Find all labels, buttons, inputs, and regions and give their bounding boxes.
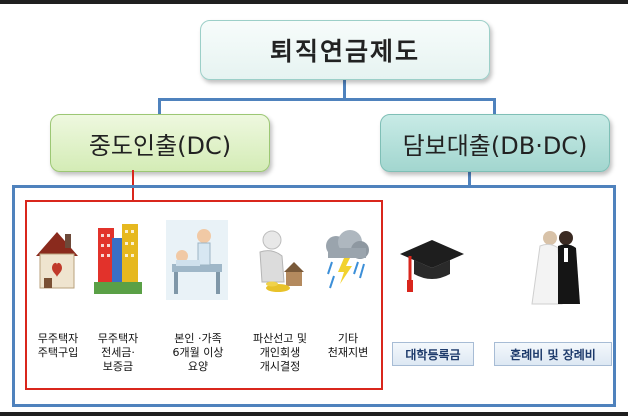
wedding-couple-icon [531, 231, 580, 305]
bankruptcy-person-icon [259, 230, 304, 292]
house-icon [36, 232, 78, 289]
graduation-cap-icon [400, 240, 464, 292]
connector-left-drop [158, 98, 161, 114]
db-item-badge-wedding-funeral: 혼례비 및 장례비 [494, 342, 612, 366]
connector-trunk [343, 78, 346, 100]
dc-item-label-housing: 무주택자 주택구입 [37, 332, 79, 359]
apartment-building-icon [94, 224, 142, 294]
dc-item-label-disaster: 기타 천재지변 [327, 332, 369, 359]
hospital-care-icon [166, 220, 228, 300]
diagram-title: 퇴직연금제도 [200, 20, 490, 80]
dc-item-label-bankruptcy: 파산선고 및 개인회생 개시결정 [252, 332, 308, 373]
dc-item-label-medical-care: 본인 ·가족 6개월 이상 요양 [172, 332, 224, 373]
dc-item-label-deposit: 무주택자 전세금· 보증금 [97, 332, 139, 373]
bottom-border-line [0, 412, 628, 416]
storm-cloud-icon [326, 230, 369, 289]
db-item-badge-tuition: 대학등록금 [392, 342, 474, 366]
connector-right-drop [493, 98, 496, 114]
branch-dc-withdrawal: 중도인출(DC) [50, 114, 270, 172]
connector-horizontal [158, 98, 495, 101]
top-border-line [0, 0, 628, 4]
dc-items-frame [25, 200, 383, 390]
connector-db-down [468, 170, 471, 186]
items-outer-frame [12, 185, 616, 407]
branch-db-dc-loan: 담보대출(DB·DC) [380, 114, 610, 172]
